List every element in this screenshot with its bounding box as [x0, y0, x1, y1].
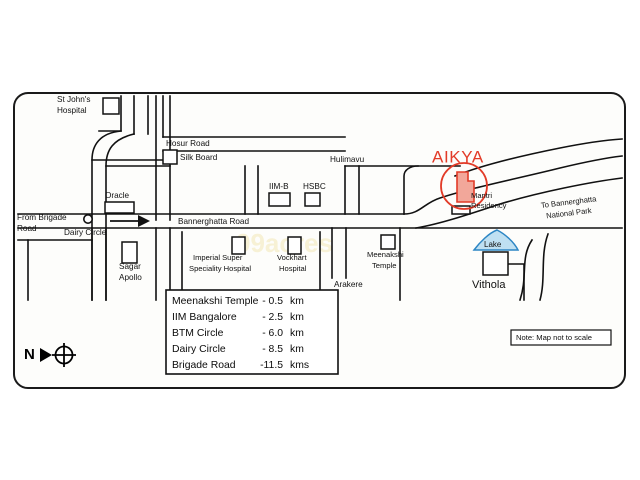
- label-hulimavu: Hulimavu: [330, 155, 365, 164]
- note-label: Note: Map not to scale: [516, 333, 592, 342]
- box-st-johns-hospital: [102, 97, 120, 115]
- box-vockhart-hospital: [287, 236, 302, 255]
- lake-feature: Lake: [472, 229, 520, 251]
- legend-row-0-place: Meenakshi Temple: [172, 296, 259, 307]
- label-hosur-road: Hosur Road: [166, 139, 210, 148]
- legend-row-2-place: BTM Circle: [172, 328, 224, 339]
- distance-legend-box: [165, 289, 339, 375]
- label-hsbc: HSBC: [303, 182, 326, 191]
- box-oracle: [104, 201, 135, 214]
- label-st-johns-hospital-line1: St John's: [57, 95, 90, 104]
- legend-row-2-distance: - 6.0: [262, 328, 283, 339]
- legend-row-1-place: IIM Bangalore: [172, 312, 237, 323]
- legend-row-4-distance: -11.5: [260, 360, 283, 371]
- label-meenakshi-line2: Temple: [372, 261, 396, 270]
- road-vithola-access: [506, 263, 525, 301]
- watermark-label: 99acres: [236, 228, 333, 258]
- label-from-brigade-road-line1: From Brigade: [17, 213, 67, 222]
- label-vithola: Vithola: [472, 279, 506, 291]
- label-iim-b: IIM-B: [269, 182, 289, 191]
- aikya-highlight-circle: [440, 162, 488, 210]
- label-oracle: Oracle: [105, 191, 130, 200]
- compass-north-label: N: [24, 346, 35, 363]
- building-boxes: [102, 97, 509, 276]
- watermark-99acres: 99acres: [236, 228, 333, 258]
- label-imperial-line1: Imperial Super: [193, 253, 243, 262]
- box-iim-b: [268, 192, 291, 207]
- legend-row-3-place: Dairy Circle: [172, 344, 226, 355]
- note-box-border: [510, 329, 612, 346]
- road-bannerghatta-upper-east-curve: [403, 155, 623, 215]
- road-hulimavu-east-curve: [403, 165, 419, 215]
- label-meenakshi-line1: Meenakshi: [367, 250, 404, 259]
- note-box: Note: Map not to scale: [510, 329, 612, 346]
- legend-row-4-unit: kms: [290, 360, 309, 371]
- legend-row-4-place: Brigade Road: [172, 360, 236, 371]
- legend-row-1-unit: km: [290, 312, 304, 323]
- aikya-marker: AIKYA: [432, 147, 488, 210]
- legend-row-0-unit: km: [290, 296, 304, 307]
- box-vithola: [482, 251, 509, 276]
- distance-legend: Meenakshi Temple - 0.5 km IIM Bangalore …: [165, 289, 339, 375]
- aikya-building-shape: [456, 171, 475, 203]
- dairy-circle-node: [83, 214, 150, 227]
- legend-row-3-unit: km: [290, 344, 304, 355]
- label-bannerghatta-road: Bannerghatta Road: [178, 217, 249, 226]
- label-arakere: Arakere: [334, 280, 363, 289]
- road-to-bannerghatta-np-curve: [415, 177, 623, 229]
- box-sagar-apollo: [121, 241, 138, 264]
- label-sagar-apollo-line1: Sagar: [119, 262, 141, 271]
- box-silk-board: [162, 149, 178, 165]
- legend-row-1-distance: - 2.5: [262, 312, 283, 323]
- road-network: [17, 95, 623, 302]
- road-flyover-upper: [453, 138, 623, 178]
- compass-rose: N: [24, 343, 76, 367]
- label-silk-board: Silk Board: [180, 153, 218, 162]
- box-mantri-residency: [451, 205, 471, 215]
- label-st-johns-hospital-line2: Hospital: [57, 106, 87, 115]
- direction-arrow-head: [138, 215, 150, 227]
- lake-label: Lake: [484, 240, 502, 249]
- label-dairy-circle: Dairy Circle: [64, 228, 107, 237]
- box-imperial-hospital: [231, 236, 246, 255]
- label-sagar-apollo-line2: Apollo: [119, 273, 142, 282]
- aikya-label: AIKYA: [432, 147, 484, 166]
- road-vithola-east: [539, 232, 550, 301]
- lake-shape: [472, 229, 520, 251]
- label-vockhart-line2: Hospital: [279, 264, 307, 273]
- compass-arrow-icon: [40, 348, 52, 362]
- label-vockhart-line1: Vockhart: [277, 253, 307, 262]
- box-hsbc: [304, 192, 321, 207]
- legend-row-0-distance: - 0.5: [262, 296, 283, 307]
- label-from-brigade-road-line2: Road: [17, 224, 37, 233]
- label-mantri-line1: Mantri: [471, 191, 492, 200]
- box-meenakshi-temple: [380, 234, 396, 250]
- place-labels: St John's Hospital Silk Board Oracle Dai…: [17, 95, 507, 291]
- label-mantri-line2: Residency: [471, 201, 507, 210]
- dairy-circle-marker: [83, 214, 94, 225]
- label-imperial-line2: Speciality Hospital: [189, 264, 251, 273]
- legend-row-3-distance: - 8.5: [262, 344, 283, 355]
- legend-row-2-unit: km: [290, 328, 304, 339]
